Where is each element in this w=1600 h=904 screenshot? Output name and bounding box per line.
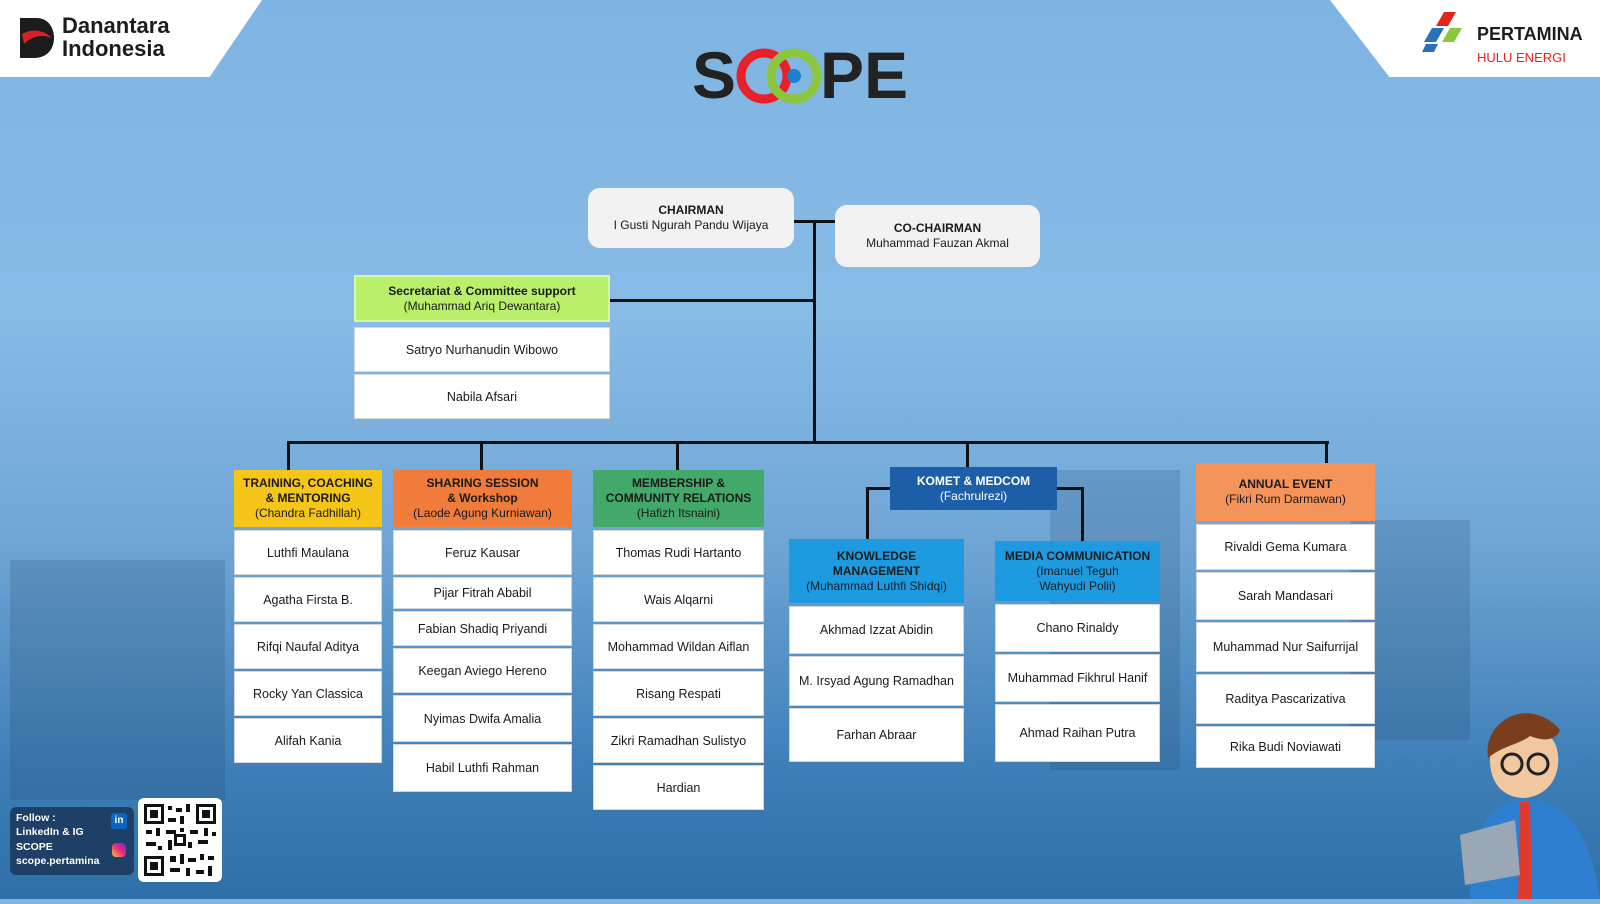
- sharing-title-line1: SHARING SESSION: [426, 476, 539, 490]
- follow-platforms: LinkedIn & IG: [16, 826, 84, 838]
- km-lead: (Muhammad Luthfi Shidqi): [806, 578, 947, 593]
- training-title-line2: & MENTORING: [265, 491, 351, 505]
- annual-title: ANNUAL EVENT: [1238, 477, 1333, 491]
- connector-chair-link: [793, 220, 835, 223]
- membership-title-line2: COMMUNITY RELATIONS: [605, 491, 752, 505]
- training-member: Rifqi Naufal Aditya: [234, 624, 382, 669]
- chairman-name: I Gusti Ngurah Pandu Wijaya: [613, 218, 769, 232]
- komet-header: KOMET & MEDCOM (Fachrulrezi): [890, 467, 1057, 510]
- sharing-member: Fabian Shadiq Priyandi: [393, 611, 572, 646]
- danantara-brand-line2: Indonesia: [62, 36, 165, 61]
- instagram-icon[interactable]: [112, 843, 126, 857]
- sharing-member: Feruz Kausar: [393, 530, 572, 575]
- membership-title-line1: MEMBERSHIP &: [631, 476, 726, 490]
- km-member: M. Irsyad Agung Ramadhan: [789, 656, 964, 706]
- connector-secretariat: [609, 299, 815, 302]
- qr-code[interactable]: [138, 798, 222, 882]
- membership-member: Thomas Rudi Hartanto: [593, 530, 764, 575]
- follow-account: SCOPE: [16, 841, 53, 853]
- linkedin-icon[interactable]: in: [111, 813, 127, 829]
- training-member: Rocky Yan Classica: [234, 671, 382, 716]
- annual-member: Raditya Pascarizativa: [1196, 674, 1375, 724]
- sharing-member: Habil Luthfi Rahman: [393, 744, 572, 792]
- membership-member: Mohammad Wildan Aiflan: [593, 624, 764, 669]
- danantara-logo-icon: [18, 16, 56, 60]
- training-header: TRAINING, COACHING & MENTORING (Chandra …: [234, 470, 382, 527]
- km-member: Farhan Abraar: [789, 708, 964, 762]
- annual-event-header: ANNUAL EVENT (Fikri Rum Darmawan): [1196, 463, 1375, 521]
- membership-member: Risang Respati: [593, 671, 764, 716]
- sharing-member: Pijar Fitrah Ababil: [393, 577, 572, 609]
- media-title: MEDIA COMMUNICATION: [1004, 548, 1151, 563]
- membership-member: Hardian: [593, 765, 764, 810]
- co-chairman-title: CO-CHAIRMAN: [893, 221, 982, 235]
- pertamina-logo-icon: [1418, 12, 1470, 52]
- sharing-member: Nyimas Dwifa Amalia: [393, 695, 572, 742]
- komet-lead: (Fachrulrezi): [939, 488, 1008, 503]
- media-lead-line2: Wahyudi Polii): [1039, 578, 1116, 593]
- secretariat-header: Secretariat & Committee support (Muhamma…: [354, 275, 610, 322]
- connector-drop-membership: [676, 441, 679, 470]
- follow-handle: scope.pertamina: [16, 855, 100, 867]
- secretariat-title: Secretariat & Committee support: [388, 283, 576, 298]
- mascot-illustration: [1460, 700, 1600, 899]
- knowledge-management-header: KNOWLEDGE MANAGEMENT (Muhammad Luthfi Sh…: [789, 539, 964, 603]
- sharing-member: Keegan Aviego Hereno: [393, 648, 572, 693]
- media-lead-line1: (Imanuel Teguh: [1036, 563, 1119, 578]
- sharing-lead: (Laode Agung Kurniawan): [413, 506, 552, 520]
- follow-label: Follow :: [16, 812, 56, 824]
- membership-lead: (Hafizh Itsnaini): [636, 506, 721, 520]
- chairman-title: CHAIRMAN: [658, 203, 724, 217]
- danantara-brand-line1: Danantara: [62, 13, 170, 38]
- connector-drop-sharing: [480, 441, 483, 470]
- scope-logo: S PE: [692, 38, 922, 112]
- km-title-line2: MANAGEMENT: [832, 563, 921, 578]
- training-member: Agatha Firsta B.: [234, 577, 382, 622]
- annual-lead: (Fikri Rum Darmawan): [1225, 492, 1346, 506]
- annual-member: Sarah Mandasari: [1196, 572, 1375, 620]
- komet-title: KOMET & MEDCOM: [916, 473, 1031, 488]
- secretariat-member: Satryo Nurhanudin Wibowo: [354, 327, 610, 372]
- training-lead: (Chandra Fadhillah): [254, 506, 362, 520]
- km-title-line1: KNOWLEDGE: [836, 548, 917, 563]
- connector-komet-media: [1081, 487, 1084, 541]
- connector-divisions: [287, 441, 1329, 444]
- media-member: Chano Rinaldy: [995, 604, 1160, 652]
- follow-panel: Follow : LinkedIn & IG SCOPE scope.perta…: [10, 807, 134, 875]
- annual-member: Rivaldi Gema Kumara: [1196, 524, 1375, 570]
- training-member: Alifah Kania: [234, 718, 382, 763]
- training-title-line1: TRAINING, COACHING: [243, 476, 373, 490]
- media-communication-header: MEDIA COMMUNICATION (Imanuel Teguh Wahyu…: [995, 541, 1160, 601]
- sharing-title-line2: & Workshop: [447, 491, 518, 505]
- co-chairman-name: Muhammad Fauzan Akmal: [866, 236, 1009, 250]
- co-chairman-box: CO-CHAIRMAN Muhammad Fauzan Akmal: [835, 205, 1040, 267]
- connector-komet-right: [1054, 487, 1084, 490]
- sharing-header: SHARING SESSION & Workshop (Laode Agung …: [393, 470, 572, 527]
- membership-header: MEMBERSHIP & COMMUNITY RELATIONS (Hafizh…: [593, 470, 764, 527]
- secretariat-lead: (Muhammad Ariq Dewantara): [403, 298, 561, 313]
- annual-member: Muhammad Nur Saifurrijal: [1196, 622, 1375, 672]
- svg-text:S: S: [692, 40, 736, 110]
- pertamina-brand-line2: HULU ENERGI: [1477, 50, 1566, 65]
- membership-member: Zikri Ramadhan Sulistyo: [593, 718, 764, 763]
- background-platform-left: [10, 560, 225, 800]
- connector-komet-km: [866, 487, 869, 539]
- chairman-box: CHAIRMAN I Gusti Ngurah Pandu Wijaya: [588, 188, 794, 248]
- membership-member: Wais Alqarni: [593, 577, 764, 622]
- connector-drop-training: [287, 441, 290, 470]
- pertamina-brand-line1: PERTAMINA: [1477, 24, 1583, 44]
- secretariat-member: Nabila Afsari: [354, 374, 610, 419]
- connector-trunk: [813, 221, 816, 443]
- media-member: Muhammad Fikhrul Hanif: [995, 654, 1160, 702]
- media-member: Ahmad Raihan Putra: [995, 704, 1160, 762]
- training-member: Luthfi Maulana: [234, 530, 382, 575]
- connector-komet-left: [866, 487, 891, 490]
- svg-text:PE: PE: [820, 40, 908, 110]
- connector-drop-annual: [1325, 441, 1328, 463]
- annual-member: Rika Budi Noviawati: [1196, 726, 1375, 768]
- km-member: Akhmad Izzat Abidin: [789, 606, 964, 654]
- connector-drop-komet: [966, 441, 969, 467]
